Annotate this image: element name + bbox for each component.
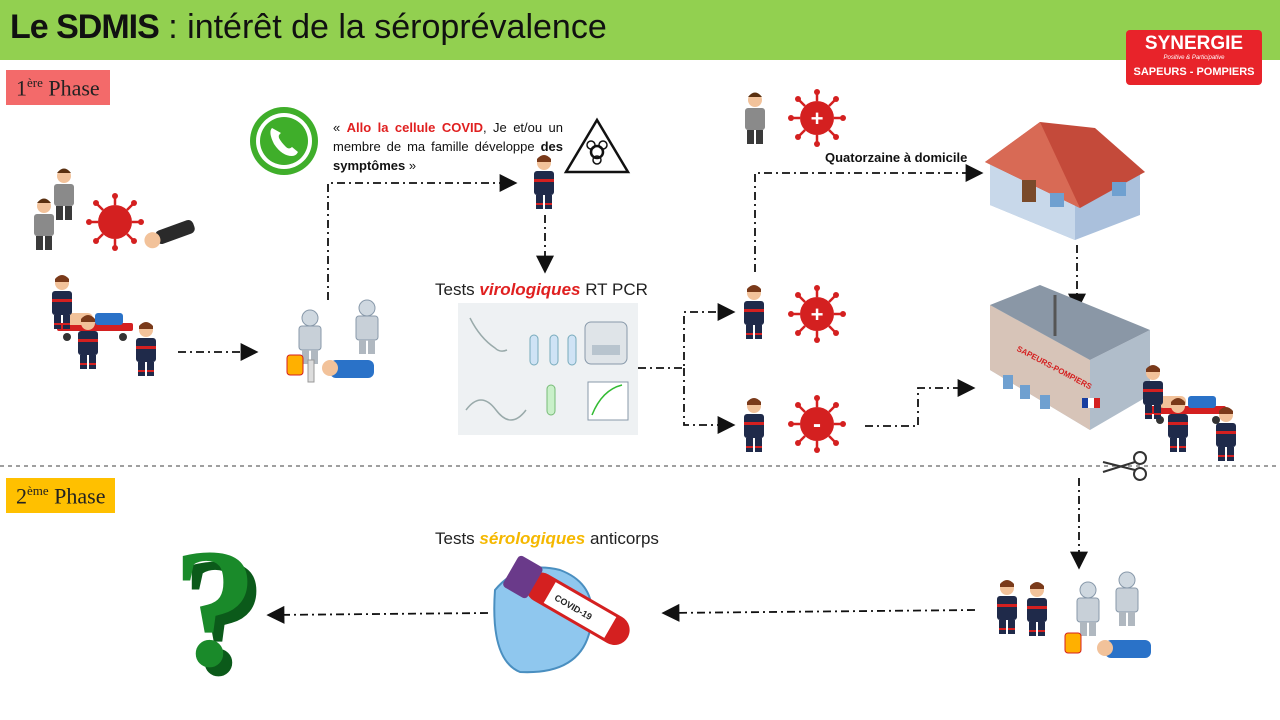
- rescue-team-left: [52, 275, 156, 376]
- blood-tube-icon: COVID-19: [493, 555, 630, 674]
- biohazard-icon: [563, 117, 631, 174]
- quarantine-person: [745, 92, 765, 144]
- arrow-to-quarantine: [754, 164, 984, 272]
- phase-1-badge: 1ère Phase: [6, 70, 110, 106]
- logo-line1: SYNERGIE: [1144, 33, 1244, 54]
- arrow-team-to-serology: [661, 603, 976, 622]
- virus-icon: [84, 191, 146, 253]
- lying-person: [144, 219, 195, 249]
- family-group: [34, 168, 74, 250]
- call-quote: « Allo la cellule COVID, Je et/ou un mem…: [333, 120, 564, 173]
- fireman-negative: [744, 398, 764, 452]
- result-positive-top: +: [811, 106, 824, 131]
- logo-line3: SAPEURS - POMPIERS: [1133, 66, 1255, 78]
- question-mark-icon: ? ?: [173, 514, 267, 711]
- phase2-team: [997, 571, 1151, 658]
- page-title: Le SDMIS : intérêt de la séroprévalence: [10, 8, 607, 46]
- result-positive: +: [811, 302, 824, 327]
- logo-line2: Positive & Participative: [1163, 55, 1225, 61]
- tests-virologiques-label: Tests virologiques RT PCR: [435, 280, 648, 299]
- phase-2-badge: 2ème Phase: [6, 478, 116, 514]
- title-bar: [0, 0, 1280, 60]
- svg-text:?: ?: [182, 523, 267, 711]
- svg-text:?: ?: [173, 514, 258, 702]
- quatorzaine-label: Quatorzaine à domicile: [825, 150, 968, 165]
- arrow-serology-to-question: [266, 605, 489, 624]
- operator-fireman: [534, 155, 554, 209]
- result-negative: -: [813, 411, 821, 438]
- arrow-negative-to-station: [865, 379, 976, 427]
- arrow-to-negative: [683, 368, 736, 434]
- fire-station-icon: SAPEURS-POMPIERS: [990, 285, 1150, 430]
- house-icon: [985, 122, 1145, 240]
- rescue-team-right: [1143, 365, 1236, 461]
- scissors-icon: [1102, 451, 1147, 481]
- tests-serologiques-label: Tests sérologiques anticorps: [435, 529, 659, 548]
- fireman-positive: [744, 285, 764, 339]
- lab-equipment-icon: [458, 303, 638, 435]
- phone-icon: [250, 107, 318, 175]
- medics-group: [286, 299, 379, 383]
- synergie-logo: SYNERGIE Positive & Participative SAPEUR…: [1126, 30, 1262, 85]
- arrow-to-covid-cell: [327, 174, 518, 300]
- arrow-to-positive: [638, 303, 736, 369]
